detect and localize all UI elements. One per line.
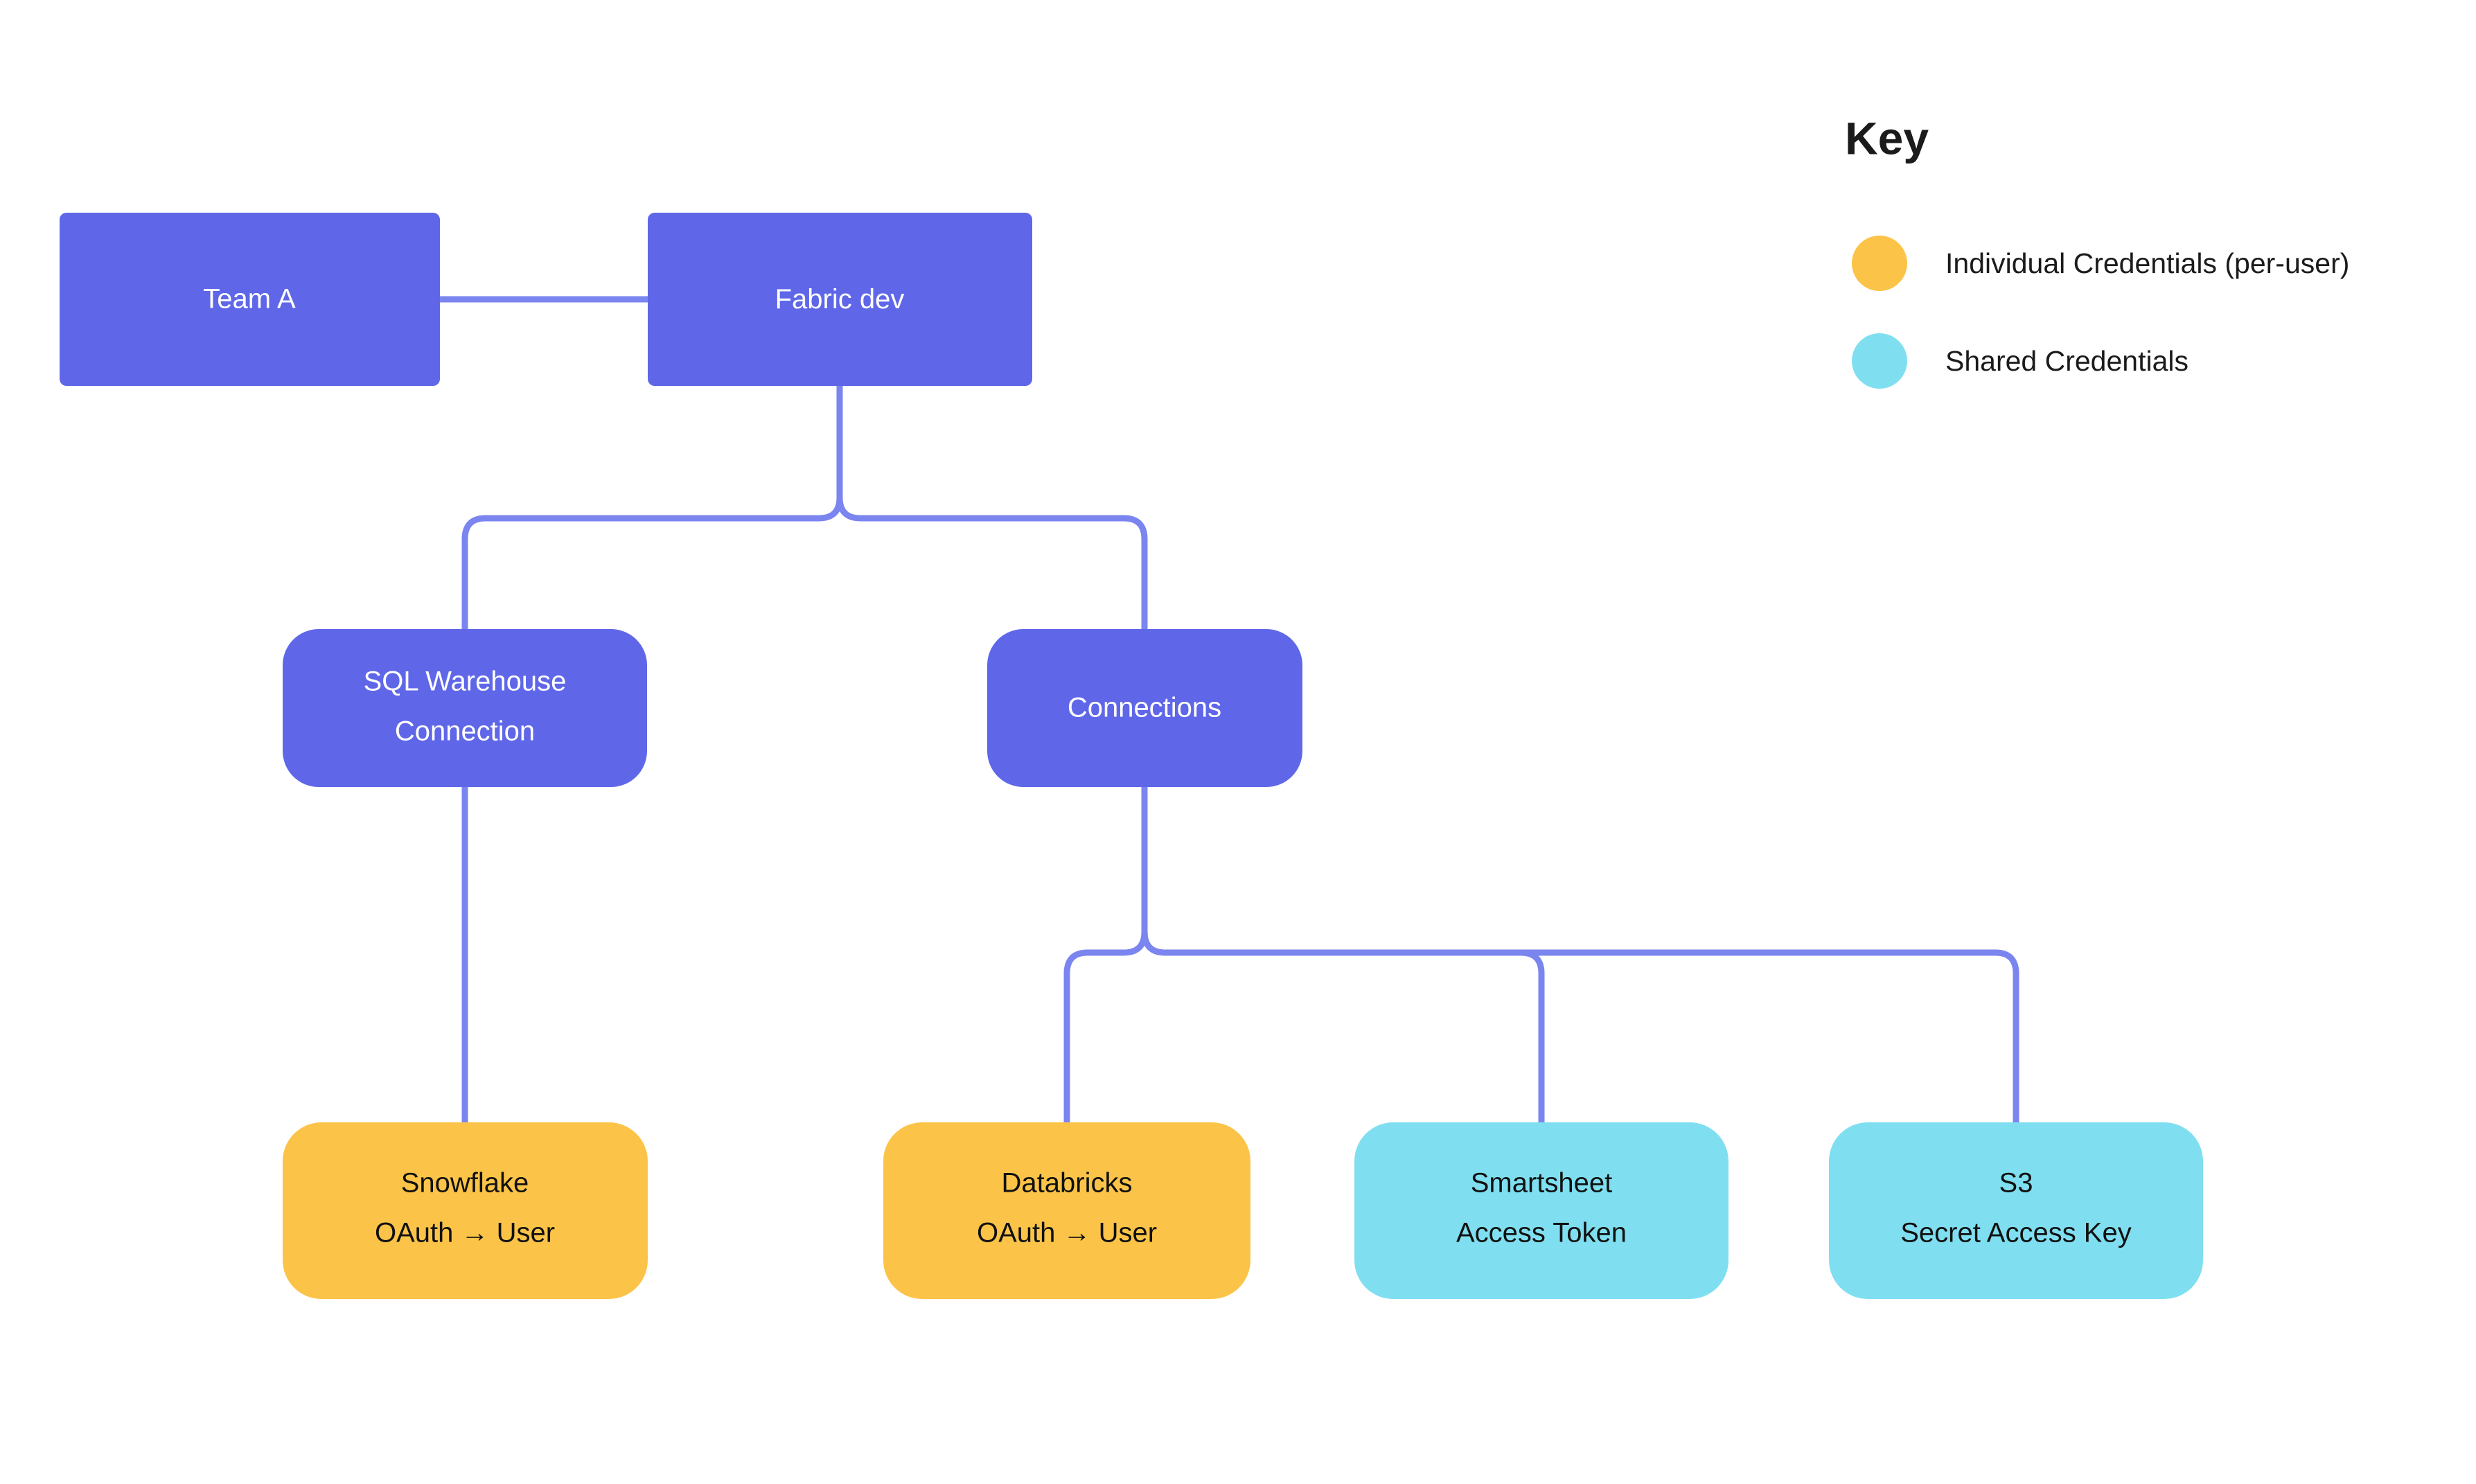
- key-item-shared-credentials: Shared Credentials: [1852, 333, 2188, 389]
- key-title: Key: [1845, 112, 1929, 164]
- node-smartsheet-label-line1: Smartsheet: [1471, 1168, 1613, 1199]
- node-fabric-dev-shape[interactable]: [648, 213, 1032, 386]
- key-item-individual-credentials: Individual Credentials (per-user): [1852, 236, 2349, 291]
- node-s3[interactable]: S3 Secret Access Key: [1829, 1122, 2203, 1299]
- node-fabric-dev-label-regular: Fabric: [775, 284, 860, 315]
- node-s3-shape[interactable]: [1829, 1122, 2203, 1299]
- node-s3-label-line2: Secret Access Key: [1900, 1218, 2131, 1248]
- node-snowflake-shape[interactable]: [283, 1122, 648, 1299]
- individual-credentials-swatch-icon: [1852, 236, 1907, 291]
- node-databricks-label-line2: OAuth → User: [977, 1218, 1157, 1248]
- shared-credentials-swatch-icon: [1852, 333, 1907, 389]
- key-item-individual-credentials-label: Individual Credentials (per-user): [1945, 247, 2349, 279]
- node-databricks-shape[interactable]: [883, 1122, 1250, 1299]
- node-team-a-shape[interactable]: [60, 213, 440, 386]
- node-fabric-dev[interactable]: Fabric dev: [648, 213, 1032, 386]
- node-sql-warehouse-connection-label-line1: SQL Warehouse: [364, 666, 567, 697]
- node-sql-warehouse-connection[interactable]: SQL Warehouse Connection: [283, 629, 647, 787]
- edge-layer: [436, 296, 2019, 1126]
- node-smartsheet[interactable]: Smartsheet Access Token: [1354, 1122, 1728, 1299]
- edge-fabric-dev-to-connections: [836, 382, 1148, 633]
- node-connections-shape[interactable]: [987, 629, 1302, 787]
- node-databricks[interactable]: Databricks OAuth → User: [883, 1122, 1250, 1299]
- node-sql-warehouse-connection-shape[interactable]: [283, 629, 647, 787]
- node-smartsheet-shape[interactable]: [1354, 1122, 1728, 1299]
- node-smartsheet-label-line2: Access Token: [1456, 1218, 1627, 1248]
- node-snowflake-label-line1: Snowflake: [401, 1168, 529, 1199]
- node-fabric-dev-label: Fabric dev: [775, 284, 905, 315]
- node-connections[interactable]: Connections: [987, 629, 1302, 787]
- node-snowflake-label-line2: OAuth → User: [375, 1218, 555, 1248]
- edge-connections-to-s3: [1141, 784, 2019, 1126]
- edge-connections-to-databricks: [1063, 784, 1148, 1126]
- key-item-shared-credentials-label: Shared Credentials: [1945, 345, 2188, 377]
- node-snowflake[interactable]: Snowflake OAuth → User: [283, 1122, 648, 1299]
- key-legend: Key Individual Credentials (per-user) Sh…: [1845, 112, 2349, 389]
- node-connections-label: Connections: [1068, 693, 1221, 723]
- node-team-a[interactable]: Team A: [60, 213, 440, 386]
- node-fabric-dev-label-bold: dev: [860, 284, 905, 315]
- node-databricks-label-line1: Databricks: [1002, 1168, 1133, 1199]
- node-sql-warehouse-connection-label-line2: Connection: [395, 716, 535, 747]
- node-layer: Team A Fabric dev SQL Warehouse Connecti…: [60, 213, 2203, 1299]
- node-s3-label-line1: S3: [1999, 1168, 2033, 1199]
- edge-fabric-dev-to-sql-warehouse-connection: [461, 382, 843, 633]
- node-team-a-label: Team A: [203, 284, 296, 315]
